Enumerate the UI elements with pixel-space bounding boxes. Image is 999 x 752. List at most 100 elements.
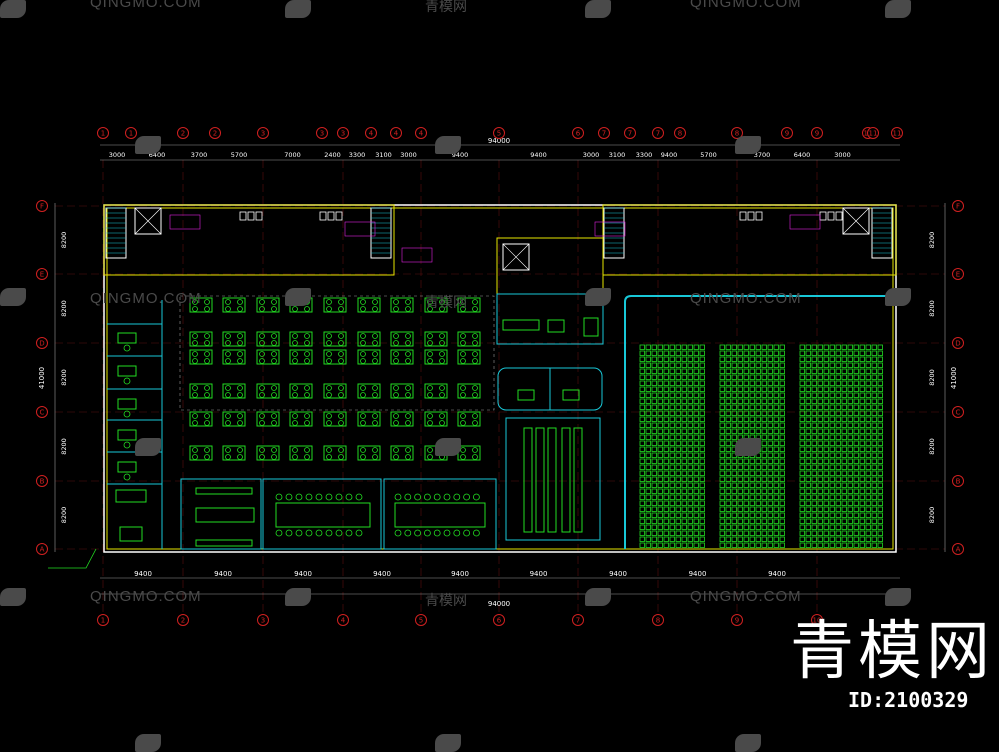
- seat: [835, 500, 841, 506]
- chair: [271, 413, 277, 419]
- seat: [737, 470, 743, 476]
- workstation: [357, 349, 381, 365]
- chair: [192, 351, 198, 357]
- top-axis-bubble-label: 7: [602, 130, 606, 138]
- chair: [372, 351, 378, 357]
- seat: [847, 506, 853, 512]
- top-axis-bubble-label: 1: [129, 130, 133, 138]
- chair: [414, 493, 422, 501]
- seat: [651, 446, 657, 452]
- seat: [805, 446, 811, 452]
- seat: [847, 530, 853, 536]
- seat: [743, 386, 749, 392]
- chair: [355, 493, 363, 501]
- seat: [817, 518, 823, 524]
- seat: [675, 542, 681, 548]
- top-axis-bubble: [257, 127, 269, 139]
- bench: [195, 487, 253, 495]
- chair: [285, 493, 293, 501]
- seat: [663, 386, 669, 392]
- seat: [871, 446, 877, 452]
- seat: [761, 494, 767, 500]
- seat: [645, 530, 651, 536]
- seat: [675, 470, 681, 476]
- seat: [841, 458, 847, 464]
- core-center: [496, 237, 604, 295]
- seat: [767, 434, 773, 440]
- seat: [871, 428, 877, 434]
- seat: [767, 530, 773, 536]
- top-total-dimension: 94000: [488, 137, 510, 145]
- seat: [805, 344, 811, 350]
- seat: [719, 434, 725, 440]
- seat: [877, 458, 883, 464]
- seat: [651, 368, 657, 374]
- seat: [871, 440, 877, 446]
- chair: [338, 385, 344, 391]
- seat: [693, 476, 699, 482]
- seat: [829, 422, 835, 428]
- workstation: [256, 383, 280, 399]
- seat: [835, 536, 841, 542]
- seat: [811, 482, 817, 488]
- seat: [799, 530, 805, 536]
- seat: [663, 374, 669, 380]
- bottom-axis-bubble-label: 4: [341, 617, 346, 625]
- workstation: [390, 349, 414, 365]
- seat: [865, 482, 871, 488]
- seat: [823, 344, 829, 350]
- watermark-text: QINGMO.COM: [90, 588, 202, 605]
- seat: [699, 464, 705, 470]
- chair: [393, 358, 399, 364]
- seat: [761, 452, 767, 458]
- chair: [372, 306, 378, 312]
- seat: [669, 380, 675, 386]
- seat: [639, 410, 645, 416]
- seat: [693, 434, 699, 440]
- seat: [779, 488, 785, 494]
- chair: [259, 340, 265, 346]
- seat: [841, 428, 847, 434]
- seat: [773, 536, 779, 542]
- chair: [433, 493, 441, 501]
- seat: [755, 494, 761, 500]
- seat: [737, 428, 743, 434]
- seat: [805, 464, 811, 470]
- seat: [859, 350, 865, 356]
- seat: [799, 350, 805, 356]
- right-axis-bubble-label: B: [956, 478, 961, 486]
- chair: [439, 413, 445, 419]
- seat: [657, 536, 663, 542]
- seat: [663, 530, 669, 536]
- seat: [829, 398, 835, 404]
- workstation: [323, 349, 347, 365]
- seat: [773, 422, 779, 428]
- seat: [749, 422, 755, 428]
- seat: [719, 398, 725, 404]
- seat: [693, 512, 699, 518]
- seat: [847, 518, 853, 524]
- seat: [749, 428, 755, 434]
- seat: [817, 380, 823, 386]
- seat: [651, 344, 657, 350]
- chair: [292, 447, 298, 453]
- seat: [725, 488, 731, 494]
- seat: [799, 434, 805, 440]
- seat: [799, 398, 805, 404]
- seat: [761, 362, 767, 368]
- seat: [687, 434, 693, 440]
- seat: [663, 428, 669, 434]
- seat: [657, 506, 663, 512]
- seat: [639, 482, 645, 488]
- seat: [865, 440, 871, 446]
- seat: [669, 530, 675, 536]
- meeting-room: [262, 478, 382, 550]
- seat: [675, 374, 681, 380]
- seat: [669, 512, 675, 518]
- seat: [743, 350, 749, 356]
- seat: [805, 518, 811, 524]
- top-axis-bubble: [337, 127, 349, 139]
- seat: [817, 506, 823, 512]
- chair: [237, 358, 243, 364]
- chair: [315, 493, 323, 501]
